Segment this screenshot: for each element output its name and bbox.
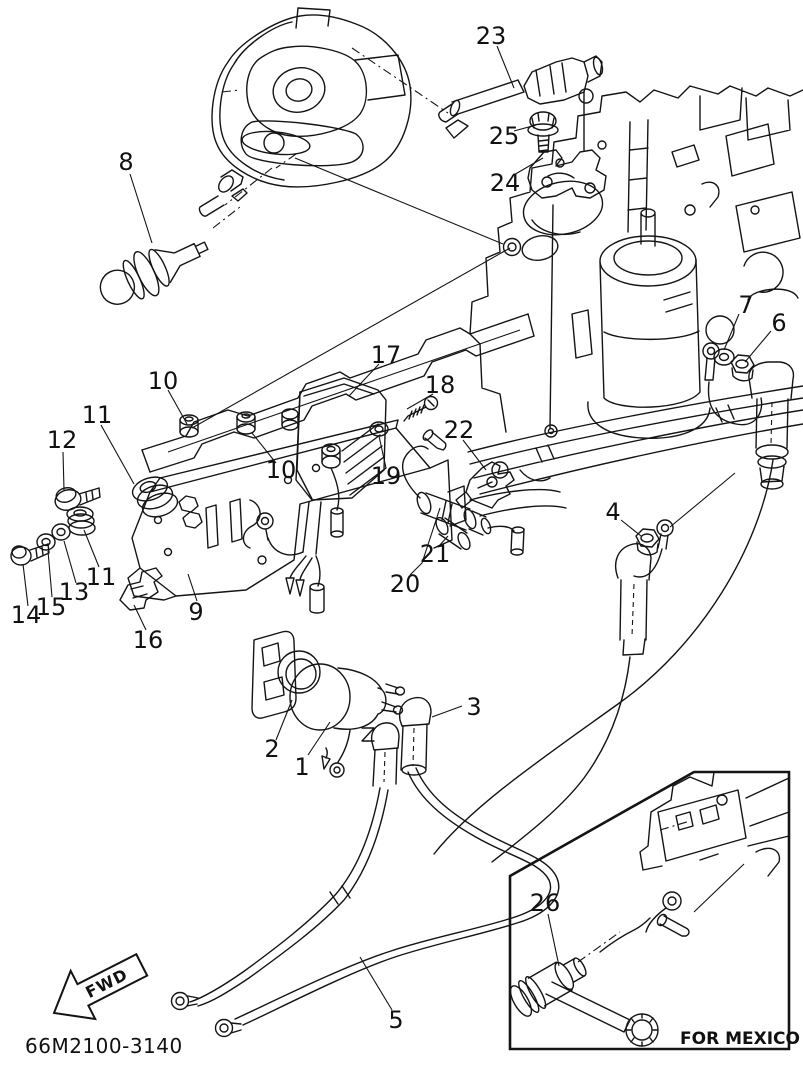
bracket-part24-drawing [527, 149, 607, 429]
callout-20: 20 [390, 570, 421, 598]
bolt-part14-drawing [10, 543, 50, 566]
callout-4: 4 [605, 498, 620, 526]
callout-17: 17 [371, 341, 402, 369]
part-code: 66M2100-3140 [25, 1034, 183, 1058]
screw-part18-drawing [403, 395, 439, 422]
callout-24: 24 [490, 169, 521, 197]
callout-16: 16 [133, 626, 164, 654]
cowling-plate-drawing [211, 7, 412, 188]
grommet-part11b-drawing [66, 506, 96, 536]
grommet-rectifier-bottom [321, 443, 341, 469]
callout-13: 13 [59, 578, 90, 606]
callout-1: 1 [294, 753, 309, 781]
grommet-part10a [179, 414, 199, 438]
callout-5: 5 [388, 1006, 403, 1034]
callout-3: 3 [466, 693, 481, 721]
engine-block-drawing [467, 85, 803, 517]
inset-label: FOR MEXICO [680, 1029, 800, 1049]
washer-part15-drawing [36, 533, 56, 551]
callout-19: 19 [371, 462, 402, 490]
clip-part16-drawing [119, 567, 163, 611]
callout-21: 21 [420, 540, 451, 568]
inset-box: FOR MEXICO [508, 770, 800, 1051]
fuse-holder-part20-drawing [401, 429, 525, 556]
rectifier-part17-drawing [256, 377, 387, 614]
long-cable-curves [433, 459, 774, 863]
callout-9: 9 [188, 598, 203, 626]
bracket-part22-drawing [455, 461, 515, 509]
callout-8: 8 [118, 148, 133, 176]
callout-7: 7 [738, 291, 753, 319]
switch-part8-drawing [99, 169, 248, 305]
grommet-part10b [236, 411, 256, 435]
boot-middle-drawing [370, 722, 400, 787]
strain-relief-mark [361, 727, 375, 742]
mount-part2-drawing [251, 630, 321, 719]
callout-15: 15 [36, 593, 67, 621]
callout-11a: 11 [82, 401, 113, 429]
bolt-part12-drawing [54, 487, 101, 511]
mount-hole [502, 237, 522, 257]
lead-part4-drawing [614, 472, 736, 656]
switch-part23-drawing [438, 55, 604, 151]
fuse-part21-drawing [435, 516, 471, 551]
inset-harness-part26 [509, 863, 745, 1047]
mount-bracket-part10-drawing [141, 313, 535, 473]
ground-lead-drawing [702, 342, 763, 426]
fwd-arrow: FWD [52, 952, 149, 1021]
callout-18: 18 [425, 371, 456, 399]
boot-part3-drawing [398, 696, 432, 776]
grommet-rectifier-top [281, 408, 299, 431]
callout-10a: 10 [148, 367, 179, 395]
callout-25: 25 [489, 122, 520, 150]
callout-22: 22 [444, 416, 475, 444]
callout-23: 23 [476, 22, 507, 50]
callout-10b: 10 [266, 456, 297, 484]
callout-6: 6 [771, 309, 786, 337]
relay-part1-drawing [289, 663, 406, 778]
assembly-line-24-engine [549, 204, 554, 429]
washer-part13-drawing [51, 523, 71, 541]
callout-12: 12 [47, 426, 78, 454]
callout-11b: 11 [86, 563, 117, 591]
nut-part6-drawing [730, 354, 755, 382]
grommet-part11a-drawing [131, 476, 179, 518]
battery-cables-part5-drawing [170, 767, 560, 1038]
inset-engine-fragment [639, 771, 790, 877]
leader-lines [22, 45, 772, 1011]
leader-bracket-to-engine [191, 247, 511, 429]
callout-26: 26 [530, 889, 561, 917]
centerline-plate-part23 [351, 47, 449, 114]
callout-labels: 1 2 3 4 5 6 7 8 9 10 10 11 11 12 13 14 1… [11, 22, 787, 1034]
leader-plate-to-engine [294, 157, 504, 245]
callout-2: 2 [264, 735, 279, 763]
callout-14: 14 [11, 601, 42, 629]
